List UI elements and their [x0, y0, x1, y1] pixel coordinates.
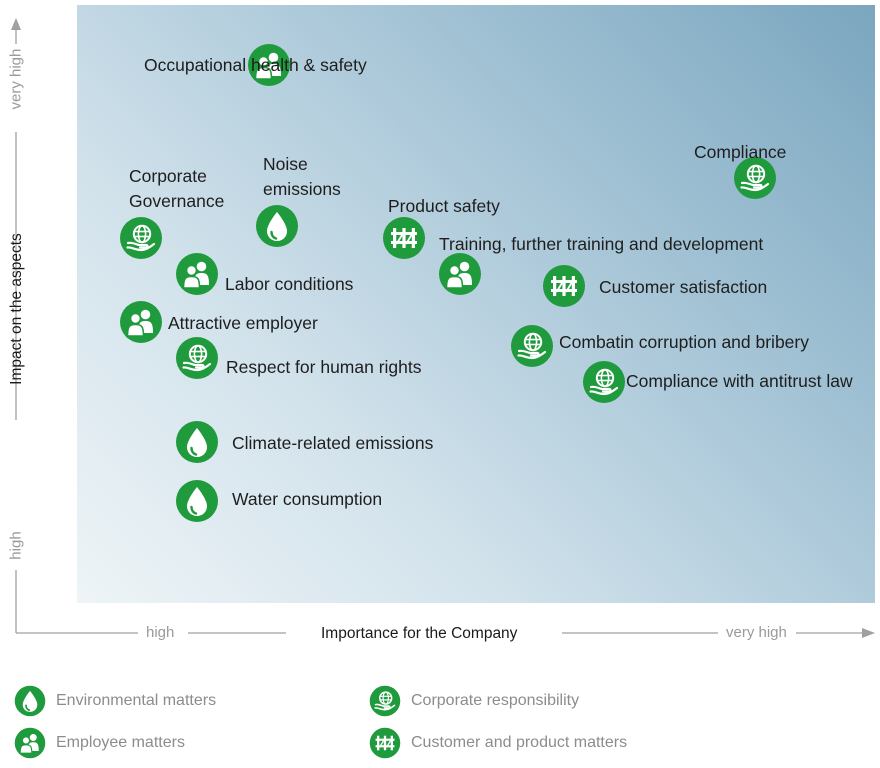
point-product-safety-icon: [382, 216, 426, 260]
label-noise-emissions: Noise emissions: [263, 154, 341, 199]
people-icon: [14, 727, 46, 759]
legend-corporate: Corporate responsibility: [369, 685, 580, 717]
fence-icon: [369, 727, 401, 759]
label-human-rights: Respect for human rights: [226, 357, 422, 377]
y-tick-high: high: [7, 531, 25, 560]
point-climate-emissions-icon: [175, 420, 219, 464]
legend-label: Corporate responsibility: [411, 692, 580, 709]
label-compliance: Compliance: [694, 142, 787, 162]
point-water-consumption-icon: [175, 479, 219, 523]
y-axis-arrow: [11, 18, 21, 30]
point-antitrust-icon: [582, 360, 626, 404]
label-corporate-governance: Corporate Governance: [129, 166, 225, 211]
point-human-rights-icon: [175, 336, 219, 380]
x-tick-very-high: very high: [726, 624, 787, 641]
legend-label: Employee matters: [56, 734, 185, 751]
point-occupational-health-icon: [247, 43, 291, 87]
point-customer-satisfaction-icon: [542, 264, 586, 308]
legend-employee: Employee matters: [14, 727, 185, 759]
point-training-icon: [438, 252, 482, 296]
y-tick-very-high: very high: [7, 48, 25, 110]
label-product-safety: Product safety: [388, 196, 500, 216]
label-customer-satisfaction: Customer satisfaction: [599, 277, 768, 297]
x-axis-arrow: [862, 628, 875, 638]
x-axis-title: Importance for the Company: [321, 625, 518, 642]
x-tick-high: high: [146, 624, 175, 641]
legend-label: Customer and product matters: [411, 734, 628, 751]
label-training: Training, further training and developme…: [439, 234, 764, 254]
point-corruption-icon: [510, 324, 554, 368]
point-labor-conditions-icon: [175, 252, 219, 296]
point-corporate-governance-icon: [119, 216, 163, 260]
y-axis-title: Impact on the aspects: [8, 233, 25, 385]
globe-hand-icon: [369, 685, 401, 717]
label-water-consumption: Water consumption: [232, 489, 383, 509]
legend-environmental: Environmental matters: [14, 685, 217, 717]
point-compliance-icon: [733, 156, 777, 200]
label-attractive-employer: Attractive employer: [168, 313, 318, 333]
label-occupational-health: Occupational health & safety: [144, 55, 367, 75]
legend-customer: Customer and product matters: [369, 727, 628, 759]
label-corruption: Combatin corruption and bribery: [559, 332, 809, 352]
drop-icon: [14, 685, 46, 717]
point-noise-emissions-icon: [255, 204, 299, 248]
legend-label: Environmental matters: [56, 692, 217, 709]
label-labor-conditions: Labor conditions: [225, 274, 354, 294]
label-climate-emissions: Climate-related emissions: [232, 433, 434, 453]
label-antitrust: Compliance with antitrust law: [626, 371, 853, 391]
point-attractive-employer-icon: [119, 300, 163, 344]
